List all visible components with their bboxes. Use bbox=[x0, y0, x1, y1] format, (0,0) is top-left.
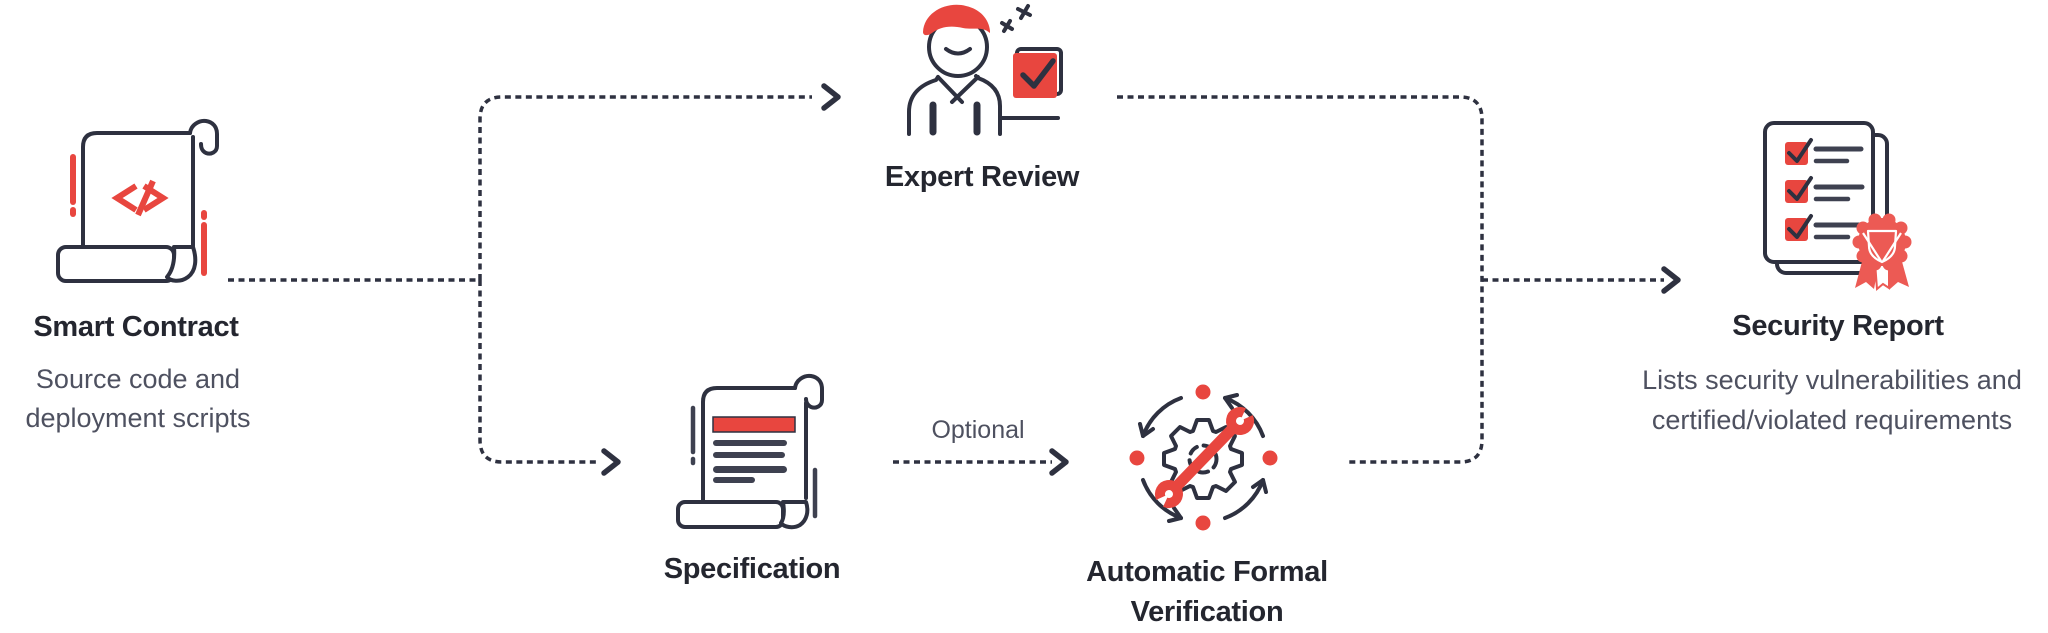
security-report-subtitle-line1: Lists security vulnerabilities and bbox=[1642, 365, 2022, 395]
afv-title-line2: Verification bbox=[1130, 596, 1284, 628]
checkbox bbox=[1785, 142, 1808, 165]
smart-contract-subtitle: Source code and deployment scripts bbox=[25, 360, 250, 438]
cycle-dot bbox=[1195, 384, 1211, 400]
text-line bbox=[713, 440, 787, 446]
certification-ribbon-badge bbox=[1852, 213, 1912, 292]
smart-contract-title: Smart Contract bbox=[33, 311, 239, 343]
scroll-document-icon bbox=[676, 373, 824, 530]
lapels bbox=[929, 101, 981, 136]
arrowhead-to-expert-review bbox=[821, 83, 841, 111]
connectors bbox=[228, 83, 1681, 476]
connector-branch-to-expert-review bbox=[478, 95, 812, 280]
red-heading-bar bbox=[712, 416, 796, 433]
text-line bbox=[713, 452, 785, 458]
report-checklist-ribbon-icon bbox=[1763, 121, 1912, 292]
checkbox bbox=[1013, 53, 1057, 98]
scroll-code-icon bbox=[56, 118, 219, 283]
security-report-subtitle: Lists security vulnerabilities and certi… bbox=[1642, 360, 2022, 440]
cycle-dot bbox=[1262, 450, 1278, 466]
cycle-dot bbox=[1195, 515, 1211, 531]
gear-hole bbox=[1187, 443, 1219, 475]
afv-title-line1: Automatic Formal bbox=[1086, 556, 1328, 588]
checkmark-icon bbox=[1020, 58, 1056, 89]
shield-emblem-icon bbox=[1862, 229, 1902, 264]
optional-edge-label: Optional bbox=[931, 416, 1025, 444]
code-brackets-glyph bbox=[111, 179, 169, 217]
automatic-formal-verification-title: Automatic Formal Verification bbox=[1086, 552, 1328, 632]
body-left bbox=[907, 75, 940, 136]
reviewer-person-icon bbox=[907, 4, 1063, 136]
smile bbox=[944, 47, 972, 56]
checkbox bbox=[1785, 218, 1808, 241]
arrowhead-to-security-report bbox=[1661, 266, 1681, 294]
arrowhead-to-specification bbox=[601, 448, 621, 476]
text-line bbox=[713, 466, 787, 473]
gear-wrench-cycle-icon bbox=[1129, 384, 1278, 531]
arrowhead-optional-to-verification bbox=[1049, 448, 1069, 476]
checklist bbox=[1785, 138, 1865, 241]
collar bbox=[936, 75, 980, 104]
wrench bbox=[1155, 407, 1254, 508]
specification-title: Specification bbox=[663, 553, 841, 585]
cycle-arrows bbox=[1138, 393, 1268, 523]
cycle-dot bbox=[1129, 450, 1145, 466]
connector-branch-to-specification bbox=[478, 280, 600, 464]
text-line bbox=[713, 477, 755, 483]
checkmark-icon bbox=[1787, 176, 1813, 201]
checkmark-icon bbox=[1787, 138, 1813, 163]
sparkle-icon bbox=[1000, 4, 1032, 33]
security-report-subtitle-line2: certified/violated requirements bbox=[1651, 405, 2013, 435]
expert-review-title: Expert Review bbox=[884, 161, 1080, 193]
security-report-title: Security Report bbox=[1732, 310, 1944, 342]
checkbox bbox=[1785, 180, 1808, 203]
hair bbox=[923, 4, 990, 36]
checkmark-icon bbox=[1787, 214, 1813, 239]
smart-contract-subtitle-line1: Source code and bbox=[35, 364, 241, 394]
smart-contract-subtitle-line2: deployment scripts bbox=[25, 403, 251, 433]
connector-merge-reviews bbox=[1117, 95, 1484, 464]
